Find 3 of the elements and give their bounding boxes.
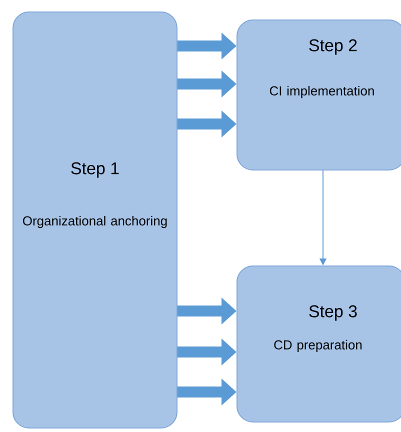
process-box: Step 1 Organizational anchoring: [12, 12, 178, 428]
process-box: Step 3 CD preparation: [236, 266, 401, 422]
process-box: Step 2 CI implementation: [236, 20, 401, 170]
